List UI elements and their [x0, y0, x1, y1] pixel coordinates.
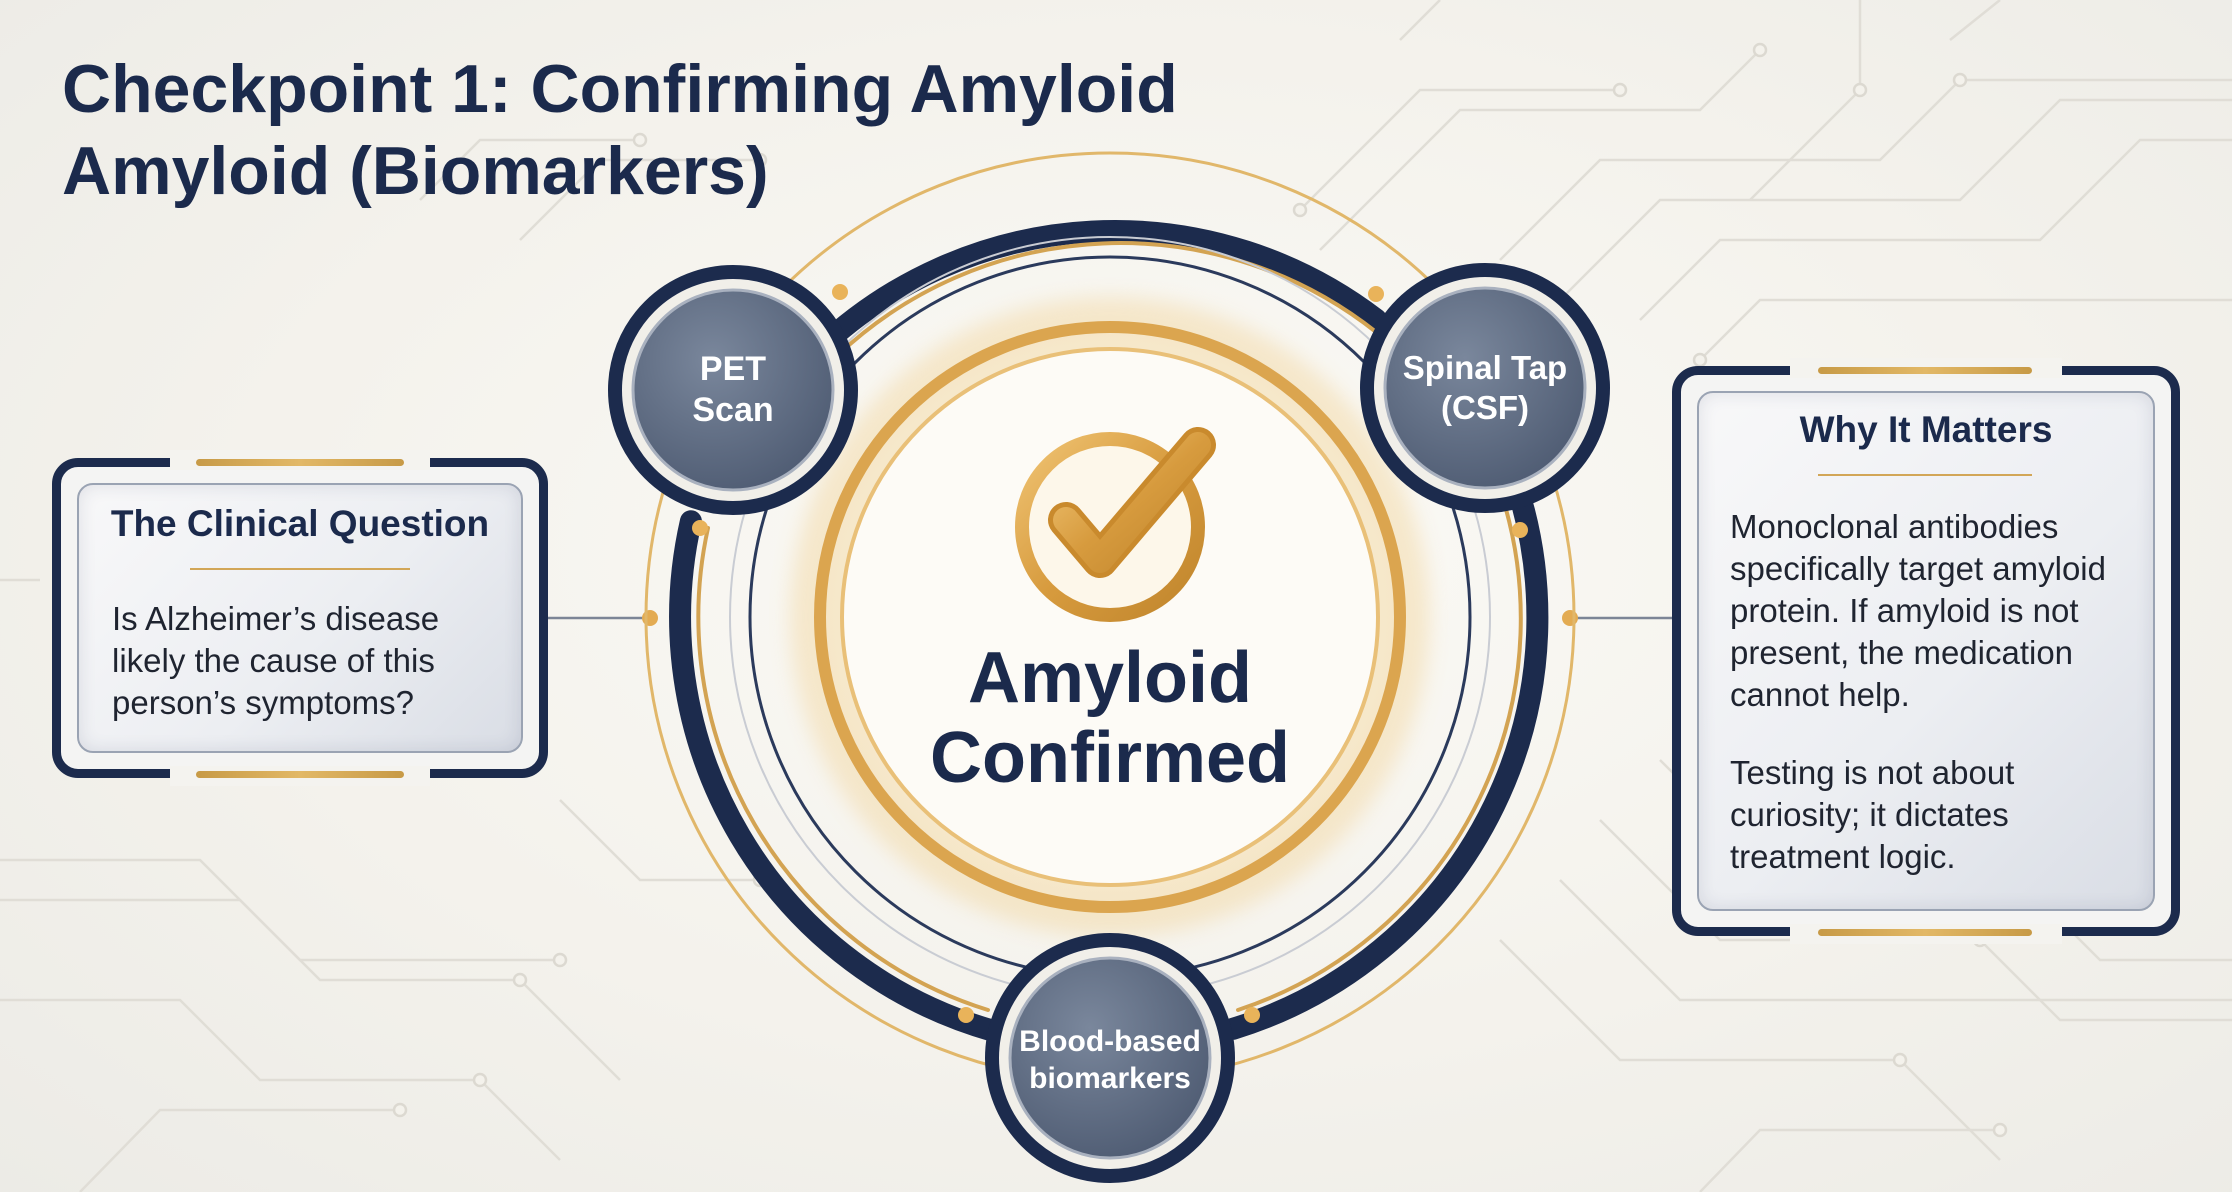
clinical-question-line-3: person’s symptoms?	[112, 684, 415, 721]
why-it-matters-heading: Why It Matters	[1799, 409, 2053, 450]
center-label-line-2: Confirmed	[930, 718, 1290, 798]
why-it-matters-p1-line-4: present, the medication	[1730, 634, 2074, 671]
node-pet-scan-line-1: PET	[699, 350, 767, 388]
clinical-question-line-1: Is Alzheimer’s disease	[112, 600, 440, 637]
why-it-matters-p2-line-3: treatment logic.	[1730, 838, 1956, 875]
checkmark-icon	[1015, 427, 1216, 622]
clinical-question-divider	[190, 568, 410, 570]
why-it-matters-panel-inner	[1697, 391, 2155, 911]
right-connector-dot	[1562, 610, 1578, 626]
node-pet-scan	[608, 265, 858, 515]
why-it-matters-p2-line-2: curiosity; it dictates	[1730, 796, 2009, 833]
outer-ring-gold-highlight	[696, 241, 1523, 1012]
page-title: Checkpoint 1: Confirming Amyloid Amyloid…	[62, 48, 1262, 212]
why-it-matters-p1-line-2: specifically target amyloid	[1730, 550, 2106, 587]
why-it-matters-top-accent	[1818, 367, 2032, 374]
page-title-line-2: Amyloid (Biomarkers)	[62, 133, 769, 209]
outer-navy-ring	[669, 220, 1549, 1042]
why-it-matters-panel	[1672, 366, 2180, 936]
node-pet-scan-line-2: Scan	[692, 391, 774, 429]
clinical-question-top-accent	[196, 459, 404, 466]
page-title-line-1: Checkpoint 1: Confirming Amyloid	[62, 51, 1178, 127]
clinical-question-heading: The Clinical Question	[110, 503, 490, 544]
node-spinal-tap-label: Spinal Tap (CSF)	[1403, 348, 1567, 428]
ring-gold-dots	[692, 284, 1528, 1023]
node-blood-biomarkers-line-1: Blood-based	[1019, 1025, 1201, 1058]
center-label: Amyloid Confirmed	[930, 638, 1290, 798]
node-blood-biomarkers-line-2: biomarkers	[1029, 1062, 1191, 1095]
node-pet-scan-label: PET Scan	[692, 349, 773, 431]
node-spinal-tap-line-2: (CSF)	[1441, 389, 1529, 426]
clinical-question-panel-inner	[77, 483, 523, 753]
why-it-matters-bottom-accent	[1818, 929, 2032, 936]
why-it-matters-p1-line-5: cannot help.	[1730, 676, 1910, 713]
why-it-matters-p1-line-1: Monoclonal antibodies	[1730, 508, 2059, 545]
node-spinal-tap-line-1: Spinal Tap	[1402, 349, 1568, 386]
why-it-matters-paragraph-1: Monoclonal antibodies specifically targe…	[1730, 506, 2106, 716]
node-spinal-tap	[1360, 263, 1610, 513]
why-it-matters-paragraph-2: Testing is not about curiosity; it dicta…	[1730, 752, 2014, 878]
node-blood-biomarkers	[985, 933, 1235, 1183]
node-blood-biomarkers-label: Blood-based biomarkers	[1019, 1023, 1201, 1097]
clinical-question-text: Is Alzheimer’s disease likely the cause …	[112, 598, 439, 724]
clinical-question-line-2: likely the cause of this	[112, 642, 435, 679]
clinical-question-panel	[52, 458, 548, 778]
circuit-nodes	[392, 42, 2008, 1138]
why-it-matters-p2-line-1: Testing is not about	[1730, 754, 2015, 791]
clinical-question-bottom-accent	[196, 771, 404, 778]
why-it-matters-p1-line-3: protein. If amyloid is not	[1730, 592, 2079, 629]
why-it-matters-divider	[1818, 474, 2032, 476]
center-label-line-1: Amyloid	[967, 638, 1253, 718]
left-connector-dot	[642, 610, 658, 626]
